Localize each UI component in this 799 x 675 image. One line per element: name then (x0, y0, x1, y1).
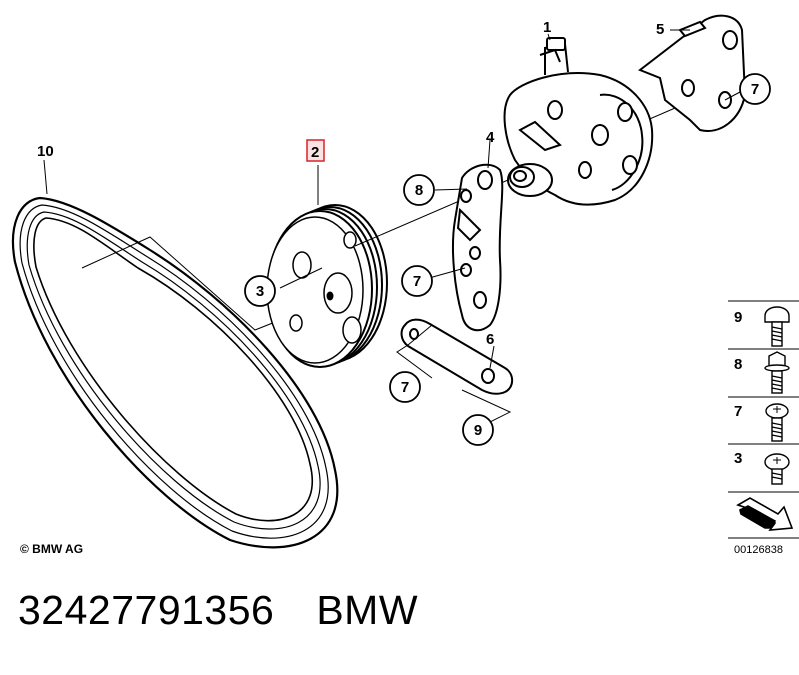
fastener-legend: 9 8 7 3 (728, 300, 799, 556)
legend-reference-code: 00126838 (734, 544, 783, 556)
legend-label-3: 7 (734, 403, 742, 420)
callout-7-mid: 7 (413, 273, 421, 290)
footer-caption: 32427791356 BMW (18, 587, 418, 634)
callout-2-highlighted[interactable]: 2 (306, 139, 325, 162)
power-steering-pump (503, 37, 654, 206)
front-bracket-leader (487, 139, 491, 169)
callout-5: 5 (656, 21, 664, 38)
callout-8: 8 (415, 182, 423, 199)
callout-circle-9: 9 (462, 414, 494, 446)
screw-leader (279, 267, 323, 289)
front-bracket (451, 163, 504, 332)
callout-7-top: 7 (751, 81, 759, 98)
legend-label-1: 9 (734, 309, 742, 326)
callout-circle-7-low: 7 (389, 371, 421, 403)
torx-screw-icon (764, 453, 790, 485)
callout-circle-3: 3 (244, 275, 276, 307)
callout-10: 10 (37, 143, 54, 160)
hex-bolt-flange-icon (764, 351, 790, 394)
drive-belt (11, 196, 339, 549)
bracket-leaders (670, 29, 741, 101)
callout-circle-8: 8 (403, 174, 435, 206)
copyright-notice: © BMW AG (20, 542, 83, 556)
pump-leader (547, 33, 551, 41)
legend-label-4: 3 (734, 450, 742, 467)
callout-9: 9 (474, 422, 482, 439)
part-number: 32427791356 (18, 587, 275, 633)
callout-4: 4 (486, 129, 495, 146)
support-strap (400, 318, 514, 395)
callout-3: 3 (256, 283, 264, 300)
legend-label-2: 8 (734, 356, 742, 373)
callout-1: 1 (543, 19, 551, 36)
hex-bolt-round-head-icon (764, 306, 790, 347)
callout-circle-7-mid: 7 (401, 265, 433, 297)
view-direction-arrow-icon (736, 497, 794, 531)
callout-circle-7-top: 7 (739, 73, 771, 105)
callout-6: 6 (486, 331, 494, 348)
brand-name: BMW (316, 587, 419, 633)
callout-7-low: 7 (401, 379, 409, 396)
torx-flange-bolt-icon (765, 403, 789, 442)
callout-2: 2 (311, 144, 319, 161)
